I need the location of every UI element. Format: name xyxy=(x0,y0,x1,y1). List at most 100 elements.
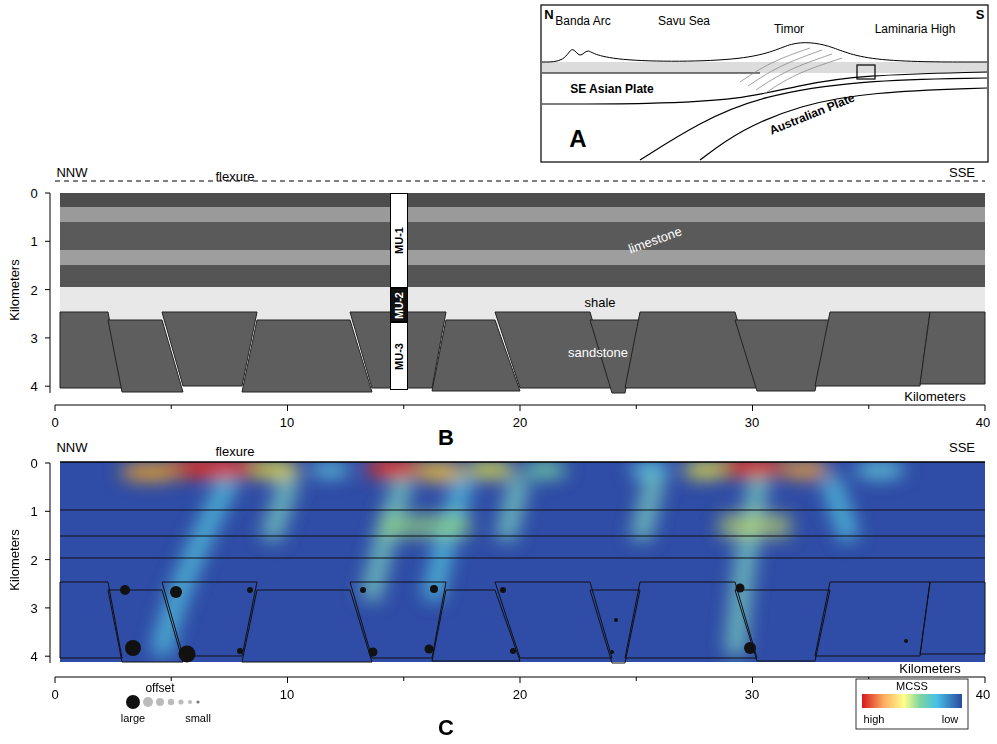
unit-label: MU-3 xyxy=(394,343,405,370)
flexure-label: flexure xyxy=(215,445,254,458)
axis-tick-label: 40 xyxy=(976,688,990,701)
y-tick xyxy=(45,193,50,194)
mcss-field xyxy=(60,462,985,662)
direction-label: NNW xyxy=(56,441,87,454)
mcss-hotspot xyxy=(683,462,727,478)
offset-dot xyxy=(425,645,434,654)
unit-box: MU-3 xyxy=(390,322,408,390)
strata-layer xyxy=(60,207,985,222)
thrust-line xyxy=(756,54,832,90)
unit-box: MU-2 xyxy=(390,288,408,322)
mcss-hotspot xyxy=(310,463,350,477)
compass-letter: S xyxy=(976,8,985,21)
x-tick xyxy=(403,405,404,409)
y-axis xyxy=(50,193,51,393)
x-tick xyxy=(636,405,637,409)
strata-layer xyxy=(60,265,985,287)
unit-label: MU-1 xyxy=(394,227,405,254)
lithology-label: sandstone xyxy=(568,346,628,359)
axis-tick-label: 4 xyxy=(30,380,37,393)
panel-c xyxy=(45,457,985,729)
strata-layer xyxy=(60,193,985,207)
y-tick xyxy=(45,386,50,387)
panel-a xyxy=(541,5,988,162)
axis-title: Kilometers xyxy=(904,390,965,403)
strata-layer xyxy=(60,222,985,250)
axis-title: Kilometers xyxy=(8,259,21,320)
colorbar-label: low xyxy=(942,714,959,725)
compass-letter: N xyxy=(544,8,553,21)
mcss-blob xyxy=(380,515,470,537)
panel-b xyxy=(45,181,985,411)
axis-tick-label: 2 xyxy=(30,554,37,567)
legend-label: large xyxy=(121,713,145,724)
x-tick xyxy=(55,677,56,683)
x-tick xyxy=(287,405,288,411)
axis-tick-label: 2 xyxy=(30,284,37,297)
y-tick xyxy=(45,241,50,242)
panel-letter: C xyxy=(438,717,454,739)
colorbar-frame xyxy=(856,679,968,729)
offset-dot xyxy=(500,587,506,593)
x-tick xyxy=(868,405,869,409)
panel-letter: A xyxy=(569,127,586,151)
mcss-hotspot xyxy=(465,462,515,478)
y-tick xyxy=(45,463,50,464)
axis-tick-label: 20 xyxy=(513,688,527,701)
thrust-line xyxy=(764,58,842,94)
place-name: Laminaria High xyxy=(875,23,956,35)
axis-tick-label: 20 xyxy=(513,416,527,429)
flexure-label: flexure xyxy=(215,170,254,183)
offset-dot xyxy=(120,585,130,595)
direction-label: NNW xyxy=(56,166,87,179)
fault-block xyxy=(590,590,640,663)
offset-scale-dot xyxy=(126,695,140,709)
offset-dot xyxy=(360,587,366,593)
sandstone-block xyxy=(162,312,257,386)
mcss-band xyxy=(735,476,760,655)
strata-layer xyxy=(60,250,985,265)
mcss-band xyxy=(505,478,520,540)
surface-line xyxy=(542,43,987,62)
colorbar-title: MCSS xyxy=(896,681,928,692)
australian-plate-base xyxy=(700,88,987,160)
axis-tick-label: 30 xyxy=(745,416,759,429)
mcss-hotspot xyxy=(250,462,300,478)
fault-block xyxy=(350,582,446,658)
fault-block xyxy=(920,582,985,654)
y-tick xyxy=(45,656,50,657)
mcss-band xyxy=(160,478,230,655)
x-tick xyxy=(171,405,172,409)
offset-dot xyxy=(179,646,196,663)
offset-dot xyxy=(170,586,182,598)
plate-name: SE Asian Plate xyxy=(570,83,654,95)
mcss-hotspot xyxy=(120,464,180,480)
panel-frame xyxy=(541,5,988,162)
panel-letter: B xyxy=(438,427,454,449)
x-tick xyxy=(752,677,753,683)
x-tick xyxy=(752,405,753,411)
y-tick xyxy=(45,289,50,290)
mcss-hotspot xyxy=(415,463,465,481)
offset-dot xyxy=(904,639,908,643)
unit-box: MU-1 xyxy=(390,193,408,288)
sandstone-block xyxy=(242,320,372,392)
mcss-band xyxy=(640,478,655,540)
fault-block xyxy=(242,590,372,662)
axis-tick-label: 0 xyxy=(51,416,58,429)
mcss-hotspot xyxy=(630,462,670,478)
flexure-surface xyxy=(60,461,985,463)
fault-block xyxy=(815,582,930,656)
colorbar xyxy=(862,694,962,708)
mcss-band xyxy=(830,478,850,540)
lithology-label: shale xyxy=(584,296,615,309)
y-tick xyxy=(45,607,50,608)
fault-block xyxy=(60,582,122,658)
axis-tick-label: 3 xyxy=(30,602,37,615)
plate-boundary xyxy=(542,72,987,104)
direction-label: SSE xyxy=(949,441,975,454)
mcss-background xyxy=(60,462,985,662)
axis-tick-label: 10 xyxy=(280,416,294,429)
